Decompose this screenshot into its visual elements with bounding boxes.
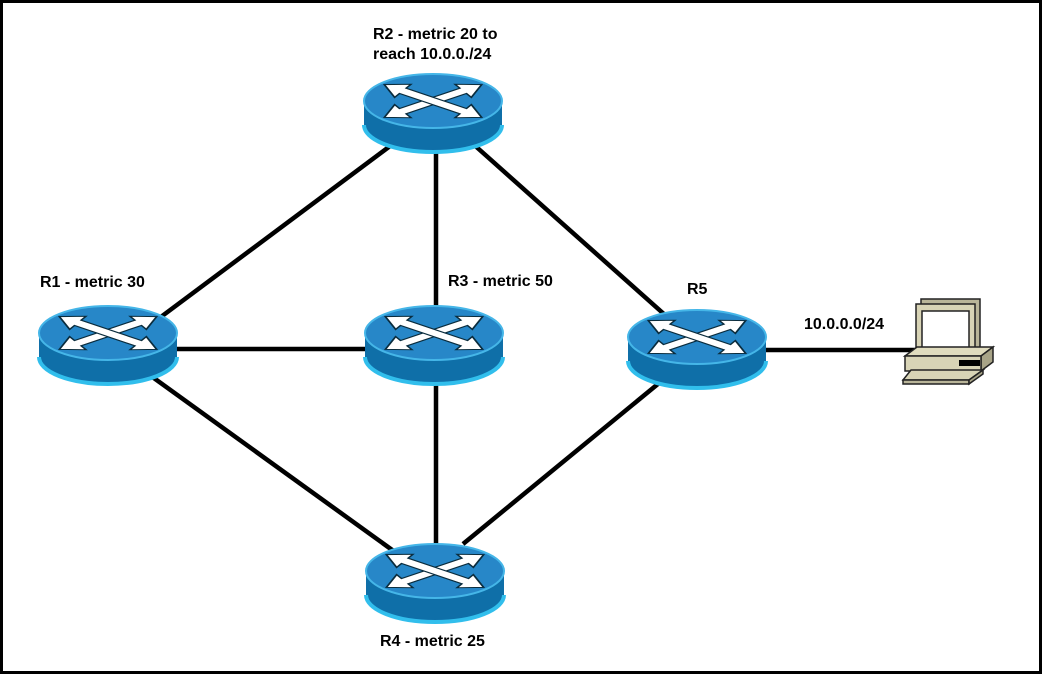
router-label-r2-line1: R2 - metric 20 to (373, 26, 498, 43)
host-computer-icon (901, 298, 996, 386)
router-label-r5: R5 (687, 281, 708, 298)
router-label-r3: R3 - metric 50 (448, 273, 553, 290)
topology-graphic (37, 72, 996, 624)
link-r2-r5 (461, 133, 685, 333)
router-label-r2: R2 - metric 20 to reach 10.0.0./24 (373, 25, 497, 65)
router-icon-r4 (364, 542, 506, 624)
network-label: 10.0.0.0/24 (804, 316, 885, 333)
router-icon-r2 (362, 72, 504, 154)
router-label-r1: R1 - metric 30 (40, 274, 145, 291)
router-label-r4: R4 - metric 25 (380, 633, 485, 650)
router-label-r2-line2: reach 10.0.0./24 (373, 46, 492, 63)
router-icon-r1 (37, 304, 179, 386)
link-r1-r2 (136, 127, 415, 336)
link-r1-r4 (131, 361, 415, 567)
link-group (131, 127, 915, 567)
router-icon-r5 (626, 308, 768, 390)
router-icon-r3 (363, 304, 505, 386)
